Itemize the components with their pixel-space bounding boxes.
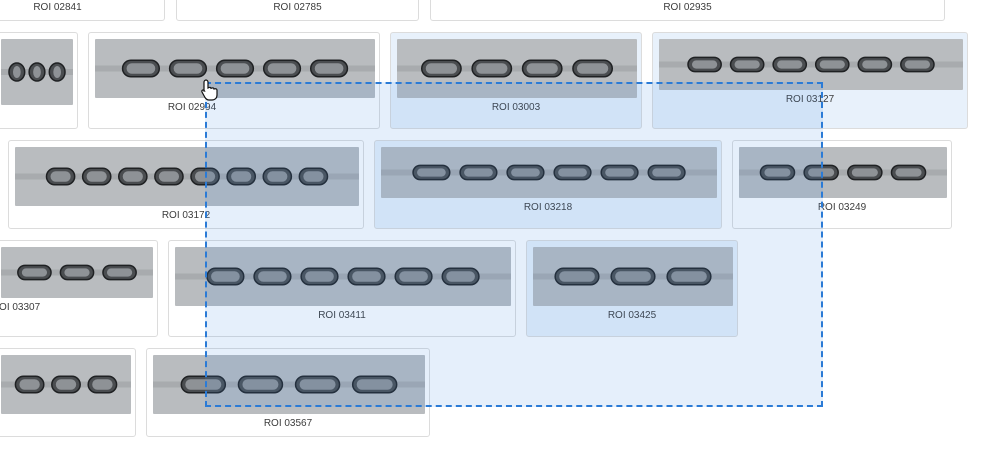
roi-thumbnail bbox=[381, 147, 717, 198]
roi-label: ROI 03425 bbox=[607, 310, 657, 321]
roi-tile[interactable]: ROI 02841 bbox=[0, 0, 165, 21]
roi-label: ROI 03307 bbox=[0, 302, 41, 313]
roi-thumbnail bbox=[1, 355, 131, 414]
roi-tile[interactable]: ROI 03218 bbox=[374, 140, 722, 229]
roi-label: ROI 02994 bbox=[167, 102, 217, 113]
roi-tile[interactable]: ROI 03249 bbox=[732, 140, 952, 229]
roi-label: ROI 03411 bbox=[318, 310, 366, 321]
hand-pointer-icon bbox=[200, 79, 220, 101]
roi-thumbnail bbox=[1, 39, 73, 105]
roi-label: ROI 03172 bbox=[161, 210, 211, 221]
roi-thumbnail bbox=[659, 39, 963, 90]
roi-tile[interactable]: ROI 02785 bbox=[176, 0, 419, 21]
roi-thumbnail bbox=[533, 247, 733, 306]
roi-thumbnail bbox=[175, 247, 511, 306]
roi-thumbnail bbox=[739, 147, 947, 198]
roi-label: ROI 03127 bbox=[785, 94, 835, 105]
roi-label: ROI 03249 bbox=[817, 202, 867, 213]
roi-thumbnail bbox=[1, 247, 153, 298]
roi-label: ROI 02935 bbox=[663, 2, 712, 13]
roi-label: ROI 03567 bbox=[263, 418, 313, 429]
roi-tile[interactable]: ROI 03411 bbox=[168, 240, 516, 337]
roi-thumbnail bbox=[15, 147, 359, 206]
roi-tile[interactable] bbox=[0, 32, 78, 129]
roi-tile[interactable]: ROI 03567 bbox=[146, 348, 430, 437]
roi-tile[interactable]: ROI 02935 bbox=[430, 0, 945, 21]
roi-tile[interactable]: ROI 03307 bbox=[0, 240, 158, 337]
roi-label: ROI 03218 bbox=[523, 202, 573, 213]
roi-thumbnail bbox=[153, 355, 425, 414]
roi-thumbnail bbox=[397, 39, 637, 98]
roi-label: ROI 02841 bbox=[33, 2, 82, 13]
roi-tile[interactable]: ROI 03425 bbox=[526, 240, 738, 337]
roi-tile[interactable] bbox=[0, 348, 136, 437]
roi-label: ROI 03003 bbox=[491, 102, 541, 113]
roi-tile[interactable]: ROI 03127 bbox=[652, 32, 968, 129]
roi-tile[interactable]: ROI 03003 bbox=[390, 32, 642, 129]
roi-tile[interactable]: ROI 03172 bbox=[8, 140, 364, 229]
roi-thumbnail bbox=[95, 39, 375, 98]
roi-label: ROI 02785 bbox=[273, 2, 322, 13]
roi-tile[interactable]: ROI 02994 bbox=[88, 32, 380, 129]
